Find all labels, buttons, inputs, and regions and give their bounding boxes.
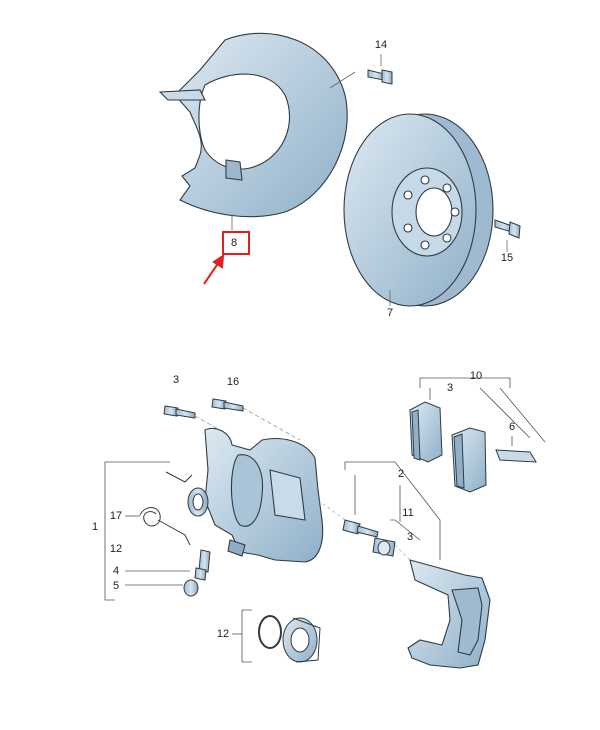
callout-8: 8 <box>230 237 238 249</box>
callout-12-caliper: 12 <box>109 543 123 555</box>
callout-16: 16 <box>226 376 240 388</box>
pad-clip-6 <box>495 449 537 463</box>
callout-4: 4 <box>112 565 120 577</box>
callout-17: 17 <box>109 510 123 522</box>
callout-15: 15 <box>500 252 514 264</box>
callout-7: 7 <box>386 307 394 319</box>
callout-2: 2 <box>397 468 405 480</box>
cable-bracket <box>165 471 193 483</box>
callout-leaders-left <box>115 461 190 586</box>
dust-shield <box>158 32 348 218</box>
bleeder-valve <box>194 549 211 581</box>
caliper-carrier <box>407 559 491 669</box>
highlight-box-8 <box>222 231 250 255</box>
callout-1: 1 <box>91 521 99 533</box>
brake-pads <box>409 401 487 493</box>
bolt-15 <box>494 219 521 239</box>
pad-bracket-10 <box>419 377 546 446</box>
callout-3-pin: 3 <box>406 531 414 543</box>
leader-lines-upper <box>231 54 508 306</box>
guide-pin <box>342 519 396 557</box>
bolt-14 <box>367 69 393 85</box>
callout-6: 6 <box>508 421 516 433</box>
brake-caliper <box>204 427 324 563</box>
callout-12-bearing: 12 <box>216 628 230 640</box>
callout-11: 11 <box>402 507 414 519</box>
callout-5: 5 <box>112 580 120 592</box>
wheel-bearing <box>258 615 321 663</box>
callout-10: 10 <box>469 370 483 382</box>
piston-boot <box>187 487 209 517</box>
bracket-1 <box>104 461 115 601</box>
carrier-leaders <box>344 461 441 560</box>
callout-3-pad: 3 <box>446 382 454 394</box>
bracket-12 <box>241 609 252 663</box>
spring-17 <box>139 507 191 546</box>
guide-bolts <box>163 398 244 419</box>
highlight-arrow <box>203 254 225 285</box>
dust-cap <box>183 579 199 597</box>
callout-14: 14 <box>374 39 388 51</box>
brake-disc <box>343 113 494 307</box>
bolt-leaders <box>194 407 301 441</box>
callout-3-bolt: 3 <box>172 374 180 386</box>
